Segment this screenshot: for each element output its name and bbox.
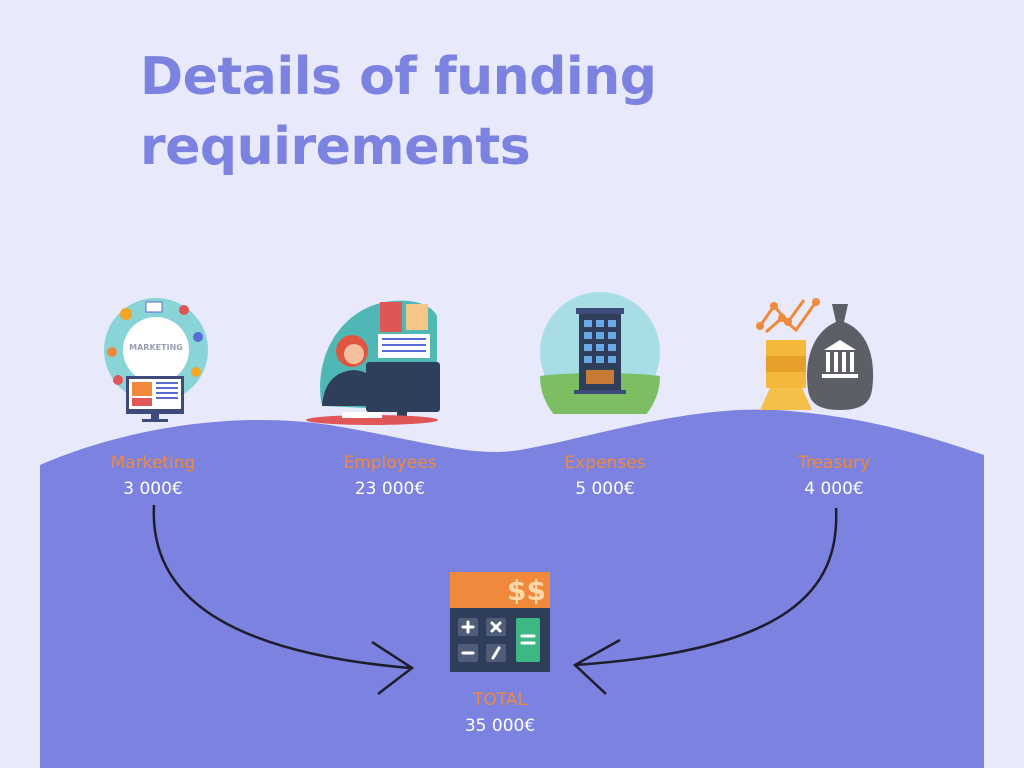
title-line-1: Details of funding <box>140 47 657 107</box>
item-name: Employees <box>343 453 437 473</box>
page-title: Details of funding requirements <box>140 42 657 182</box>
total-label: TOTAL <box>473 690 527 710</box>
item-amount: 5 000€ <box>575 479 635 499</box>
item-amount: 4 000€ <box>804 479 864 499</box>
right-arrow <box>574 507 838 667</box>
item-amount: 3 000€ <box>123 479 183 499</box>
item-name: Expenses <box>564 453 646 473</box>
office-building-icon <box>540 292 660 414</box>
left-arrow-head <box>371 640 415 695</box>
item-name: Marketing <box>110 453 196 473</box>
employee-at-desk-icon <box>306 300 440 425</box>
right-arrow-head <box>572 638 621 695</box>
total-amount: 35 000€ <box>464 716 536 736</box>
marketing-ring-icon: MARKETING <box>104 298 208 422</box>
marketing-ring-text: MARKETING <box>129 343 183 352</box>
total: TOTAL 35 000€ <box>400 687 600 739</box>
item-employees: Employees 23 000€ <box>290 450 490 502</box>
title-line-2: requirements <box>140 117 531 177</box>
item-amount: 23 000€ <box>354 479 426 499</box>
item-name: Treasury <box>797 453 871 473</box>
left-arrow <box>152 504 411 670</box>
calculator-display: $$ <box>507 574 546 607</box>
item-expenses: Expenses 5 000€ <box>505 450 705 502</box>
item-marketing: Marketing 3 000€ <box>53 450 253 502</box>
calculator-icon: $$ <box>450 572 550 672</box>
item-treasury: Treasury 4 000€ <box>734 450 934 502</box>
money-bag-gold-icon <box>756 298 874 410</box>
